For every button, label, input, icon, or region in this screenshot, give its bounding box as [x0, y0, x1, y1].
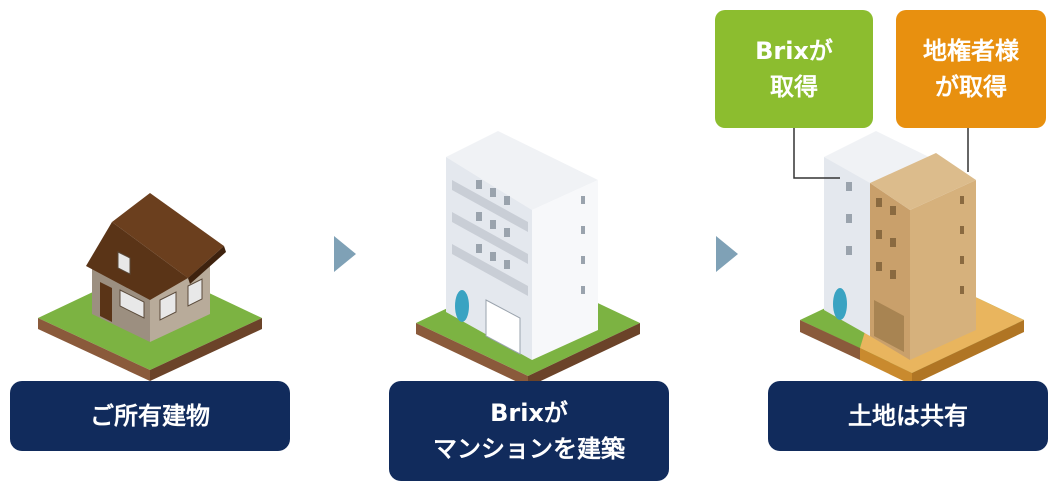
step-label-brix-builds: Brixが マンションを建築	[389, 381, 669, 481]
step-label-line1: Brixが	[490, 399, 568, 427]
callout-owner-acquires: 地権者様 が取得	[896, 10, 1046, 128]
callout-line1: Brixが	[755, 37, 833, 65]
house-icon	[38, 193, 262, 381]
callout-line2: 取得	[770, 73, 818, 101]
step-label-text: 土地は共有	[848, 402, 968, 430]
shared-building-icon	[793, 128, 1024, 385]
step-label-line2: マンションを建築	[433, 435, 625, 463]
callout-brix-acquires: Brixが 取得	[715, 10, 873, 128]
chevron-right-icon	[334, 236, 356, 272]
apartment-building-icon	[416, 131, 640, 387]
step-label-shared-land: 土地は共有	[768, 381, 1048, 451]
step-label-text: ご所有建物	[90, 402, 210, 430]
chevron-right-icon	[716, 236, 738, 272]
step-label-own-building: ご所有建物	[10, 381, 290, 451]
callout-line1: 地権者様	[923, 37, 1019, 65]
callout-line2: が取得	[935, 73, 1007, 101]
